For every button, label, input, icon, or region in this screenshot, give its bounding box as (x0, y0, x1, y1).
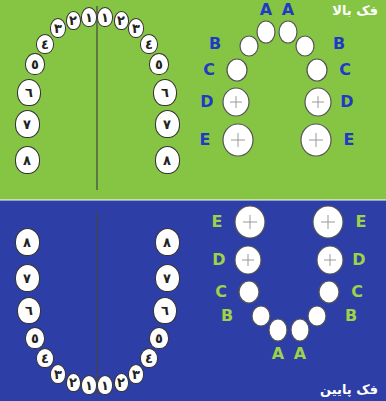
tooth-number: ٦ (25, 304, 33, 317)
tooth-letter: A (282, 2, 294, 18)
permanent-tooth: ١ (97, 7, 113, 27)
jaw-title: فک پایین (320, 382, 378, 397)
tooth-number: ٣ (54, 368, 62, 381)
tooth-number: ٣ (132, 22, 140, 35)
permanent-tooth: ١ (81, 375, 97, 395)
tooth-number: ٤ (145, 352, 153, 365)
tooth-number: ٣ (132, 368, 140, 381)
permanent-tooth: ٥ (25, 327, 45, 349)
permanent-tooth: ٥ (149, 53, 169, 75)
tooth-number: ٢ (69, 14, 77, 27)
permanent-tooth: ٢ (66, 373, 81, 392)
tooth-number: ١ (85, 379, 93, 392)
tooth-letter: C (339, 62, 351, 78)
tooth-letter: B (209, 36, 221, 52)
permanent-tooth: ٧ (155, 264, 180, 292)
permanent-tooth: ١ (97, 375, 113, 395)
permanent-tooth: ٤ (140, 348, 158, 368)
permanent-tooth: ٦ (153, 297, 177, 324)
tooth-number: ٢ (69, 376, 77, 389)
tooth-number: ٧ (163, 272, 171, 285)
tooth-letter: C (203, 62, 215, 78)
tooth-letter: D (212, 252, 225, 268)
permanent-tooth: ٤ (140, 34, 158, 54)
permanent-tooth: ٦ (17, 79, 41, 106)
tooth-number: ٧ (23, 272, 31, 285)
tooth-number: ٤ (41, 38, 49, 51)
tooth-number: ٢ (117, 14, 125, 27)
tooth-letter: E (212, 214, 223, 230)
tooth-letter: D (200, 94, 213, 110)
permanent-tooth: ٦ (17, 297, 41, 324)
permanent-tooth: ٣ (50, 18, 66, 38)
tooth-letter: E (344, 132, 355, 148)
permanent-tooth: ٨ (15, 228, 40, 256)
permanent-tooth: ٢ (66, 11, 81, 30)
permanent-tooth: ٥ (149, 327, 169, 349)
tooth-letter: C (215, 284, 227, 300)
permanent-tooth: ٧ (15, 110, 40, 138)
tooth-number: ٥ (31, 332, 39, 345)
permanent-tooth: ٦ (153, 79, 177, 106)
permanent-tooth: ٢ (114, 11, 129, 30)
jaw-band: فک بالا٨٧٦٥٤٣٢١١٢٣٤٥٦٧٨ (0, 0, 386, 200)
tooth-letter: A (260, 2, 272, 18)
tooth-number: ٥ (31, 58, 39, 71)
tooth-letter: B (345, 308, 357, 324)
permanent-tooth: ٨ (155, 228, 180, 256)
tooth-number: ٥ (155, 58, 163, 71)
tooth-letter: B (221, 308, 233, 324)
permanent-tooth: ٧ (155, 110, 180, 138)
tooth-letter: E (200, 132, 211, 148)
tooth-number: ٨ (163, 236, 171, 249)
permanent-tooth: ٤ (36, 348, 54, 368)
tooth-number: ٣ (54, 22, 62, 35)
tooth-number: ٤ (41, 352, 49, 365)
tooth-number: ٦ (161, 86, 169, 99)
tooth-letter: D (340, 94, 353, 110)
permanent-tooth: ٣ (128, 18, 144, 38)
tooth-letter: D (352, 252, 365, 268)
tooth-number: ٢ (117, 376, 125, 389)
tooth-number: ٨ (23, 154, 31, 167)
permanent-tooth: ٢ (114, 373, 129, 392)
tooth-letter: B (333, 36, 345, 52)
permanent-tooth: ٣ (128, 364, 144, 384)
tooth-number: ١ (101, 379, 109, 392)
permanent-tooth: ٤ (36, 34, 54, 54)
tooth-number: ٤ (145, 38, 153, 51)
permanent-tooth: ١ (81, 7, 97, 27)
tooth-letter: C (351, 284, 363, 300)
tooth-number: ٨ (23, 236, 31, 249)
permanent-tooth: ٣ (50, 364, 66, 384)
tooth-number: ١ (101, 11, 109, 24)
tooth-number: ٨ (163, 154, 171, 167)
tooth-number: ٥ (155, 332, 163, 345)
permanent-tooth: ٨ (15, 146, 40, 174)
permanent-tooth: ٨ (155, 146, 180, 174)
tooth-number: ٧ (163, 118, 171, 131)
tooth-letter: E (356, 214, 367, 230)
tooth-letter: A (294, 346, 306, 362)
tooth-number: ٧ (23, 118, 31, 131)
tooth-number: ٦ (25, 86, 33, 99)
tooth-letter: A (272, 346, 284, 362)
jaw-band: فک پایین٨٧٦٥٤٣٢١١٢٣٤٥٦٧٨ (0, 200, 386, 401)
permanent-tooth: ٧ (15, 264, 40, 292)
tooth-number: ٦ (161, 304, 169, 317)
jaw-title: فک بالا (332, 3, 378, 18)
tooth-number: ١ (85, 11, 93, 24)
permanent-tooth: ٥ (25, 53, 45, 75)
